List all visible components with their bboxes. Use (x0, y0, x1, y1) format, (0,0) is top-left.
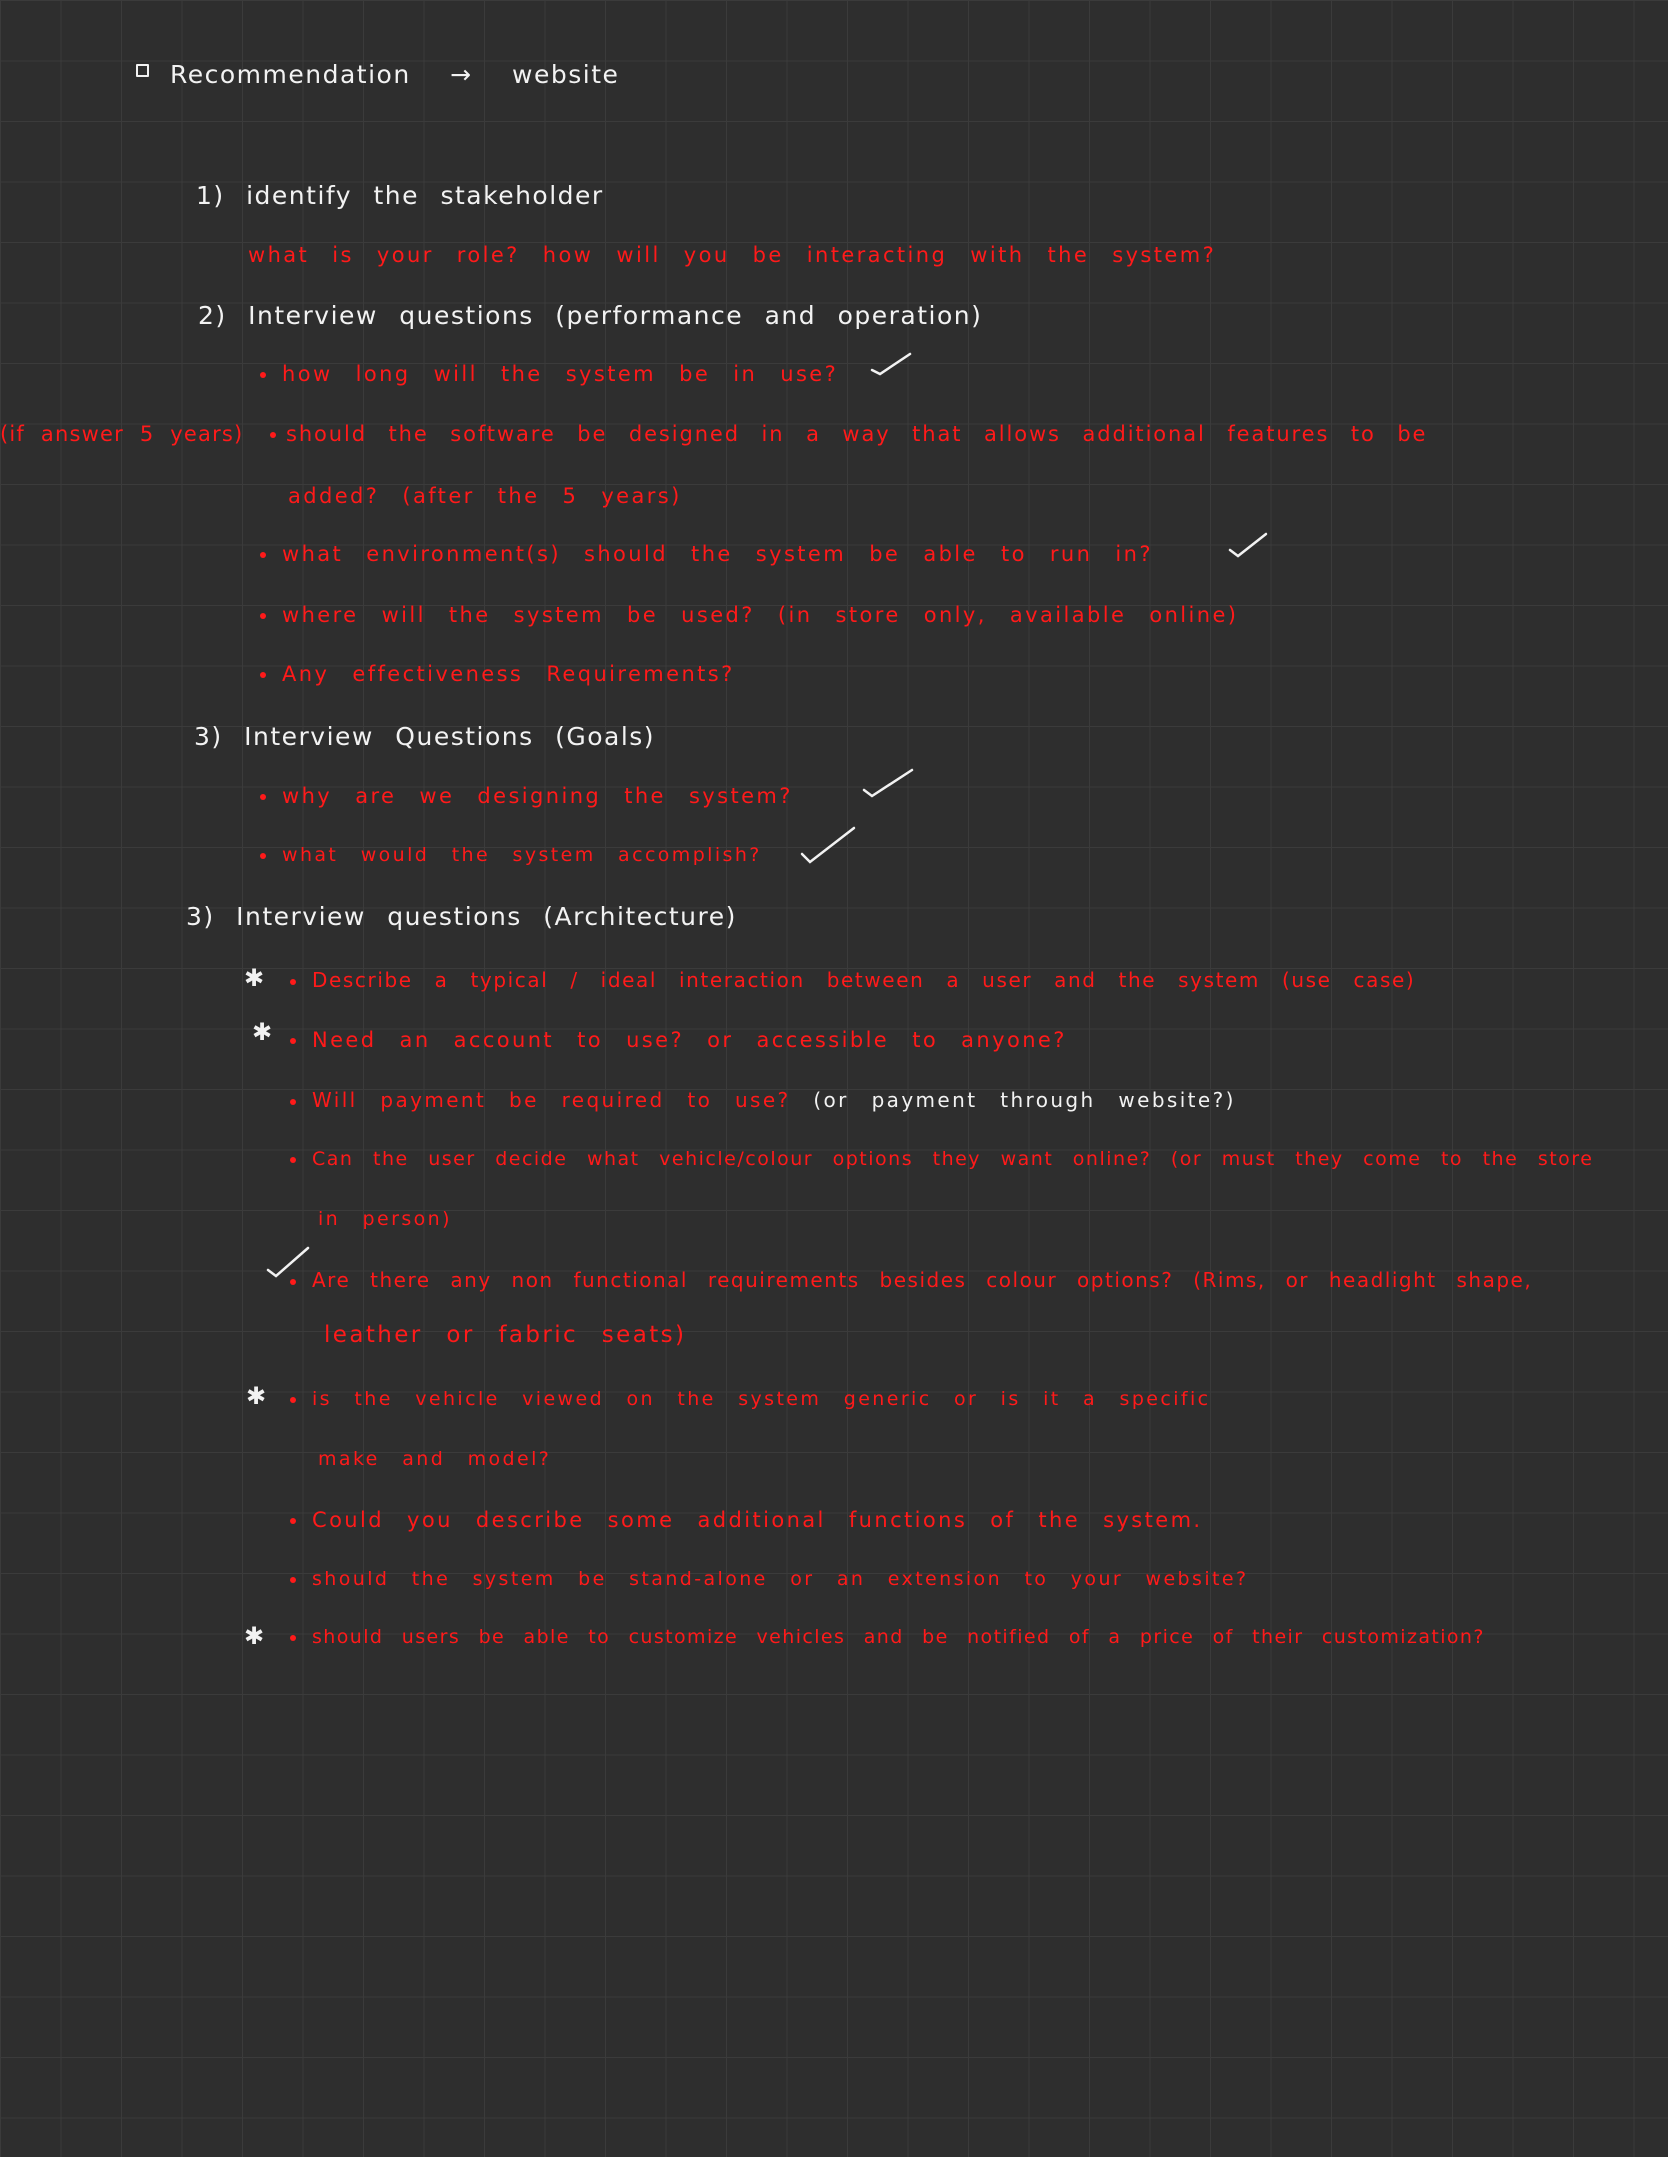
list-item: should the software be designed in a way… (270, 424, 1427, 445)
list-item: how long will the system be in use? (260, 364, 838, 385)
list-item: what would the system accomplish? (260, 846, 762, 865)
question-continuation: in person) (318, 1208, 452, 1230)
bullet-icon (290, 1098, 296, 1105)
bullet-icon (260, 794, 266, 800)
checkmark-icon (870, 352, 912, 376)
arrow-icon: → (450, 60, 473, 89)
bullet-icon (260, 672, 266, 678)
list-item: should users be able to customize vehicl… (290, 1628, 1485, 1647)
question-text: Need an account to use? or accessible to… (312, 1028, 1067, 1052)
checkmark-icon (800, 826, 856, 864)
bullet-icon (290, 1576, 296, 1583)
margin-note: (if answer 5 years) (0, 422, 244, 446)
bullet-icon (270, 432, 276, 438)
section-3-goals-heading: 3) Interview Questions (Goals) (194, 722, 656, 751)
list-item: why are we designing the system? (260, 786, 793, 807)
bullet-icon (290, 1518, 296, 1524)
question-text: where will the system be used? (in store… (282, 603, 1239, 627)
bullet-icon (260, 852, 266, 859)
checkbox-icon[interactable] (136, 64, 149, 77)
question-text: what environment(s) should the system be… (282, 542, 1153, 566)
question-text: Can the user decide what vehicle/colour … (312, 1148, 1594, 1170)
list-item: what environment(s) should the system be… (260, 544, 1153, 565)
star-icon: ✱ (244, 964, 265, 992)
title-right: website (512, 60, 620, 89)
question-text: should users be able to customize vehicl… (312, 1626, 1485, 1648)
question-text: Describe a typical / ideal interaction b… (312, 968, 1416, 992)
bullet-icon (260, 552, 266, 558)
star-icon: ✱ (246, 1382, 267, 1410)
list-item: Are there any non functional requirement… (290, 1270, 1532, 1290)
bullet-icon (290, 1156, 296, 1163)
bullet-icon (290, 1396, 296, 1403)
list-item: Describe a typical / ideal interaction b… (290, 970, 1415, 990)
star-icon: ✱ (252, 1018, 273, 1046)
checkmark-icon (266, 1246, 310, 1278)
question-text: what would the system accomplish? (282, 844, 762, 866)
section-1-heading: 1) identify the stakeholder (196, 181, 604, 210)
bullet-icon (290, 1634, 296, 1641)
section-1-question: what is your role? how will you be inter… (248, 243, 1217, 267)
question-text: should the system be stand-alone or an e… (312, 1568, 1249, 1590)
checkmark-icon (862, 768, 914, 798)
list-item: should the system be stand-alone or an e… (290, 1570, 1248, 1589)
question-aside: (or payment through website?) (813, 1088, 1236, 1112)
question-continuation: make and model? (318, 1448, 552, 1470)
list-item: Will payment be required to use? (or pay… (290, 1090, 1236, 1110)
question-text: should the software be designed in a way… (286, 422, 1428, 446)
question-continuation: leather or fabric seats) (324, 1322, 687, 1348)
list-item: Could you describe some additional funct… (290, 1510, 1203, 1531)
page-title: Recommendation → website (170, 62, 619, 87)
question-text: how long will the system be in use? (282, 362, 839, 386)
question-text: Any effectiveness Requirements? (282, 662, 735, 686)
bullet-icon (290, 1038, 296, 1044)
list-item: Any effectiveness Requirements? (260, 664, 735, 685)
bullet-icon (290, 1278, 296, 1285)
question-text: Could you describe some additional funct… (312, 1508, 1203, 1532)
bullet-icon (260, 613, 266, 619)
section-2-heading: 2) Interview questions (performance and … (198, 301, 983, 330)
list-item: is the vehicle viewed on the system gene… (290, 1390, 1211, 1409)
list-item: where will the system be used? (in store… (260, 605, 1238, 626)
question-text: is the vehicle viewed on the system gene… (312, 1388, 1211, 1410)
checkmark-icon (1228, 532, 1268, 558)
list-item: Can the user decide what vehicle/colour … (290, 1150, 1593, 1169)
question-continuation: added? (after the 5 years) (288, 484, 682, 508)
star-icon: ✱ (244, 1622, 265, 1650)
bullet-icon (290, 978, 296, 985)
question-text: Will payment be required to use? (312, 1088, 791, 1112)
title-left: Recommendation (170, 60, 411, 89)
section-3-architecture-heading: 3) Interview questions (Architecture) (186, 902, 737, 931)
question-text: why are we designing the system? (282, 784, 793, 808)
question-text: Are there any non functional requirement… (312, 1268, 1533, 1292)
bullet-icon (260, 372, 266, 378)
list-item: Need an account to use? or accessible to… (290, 1030, 1067, 1051)
